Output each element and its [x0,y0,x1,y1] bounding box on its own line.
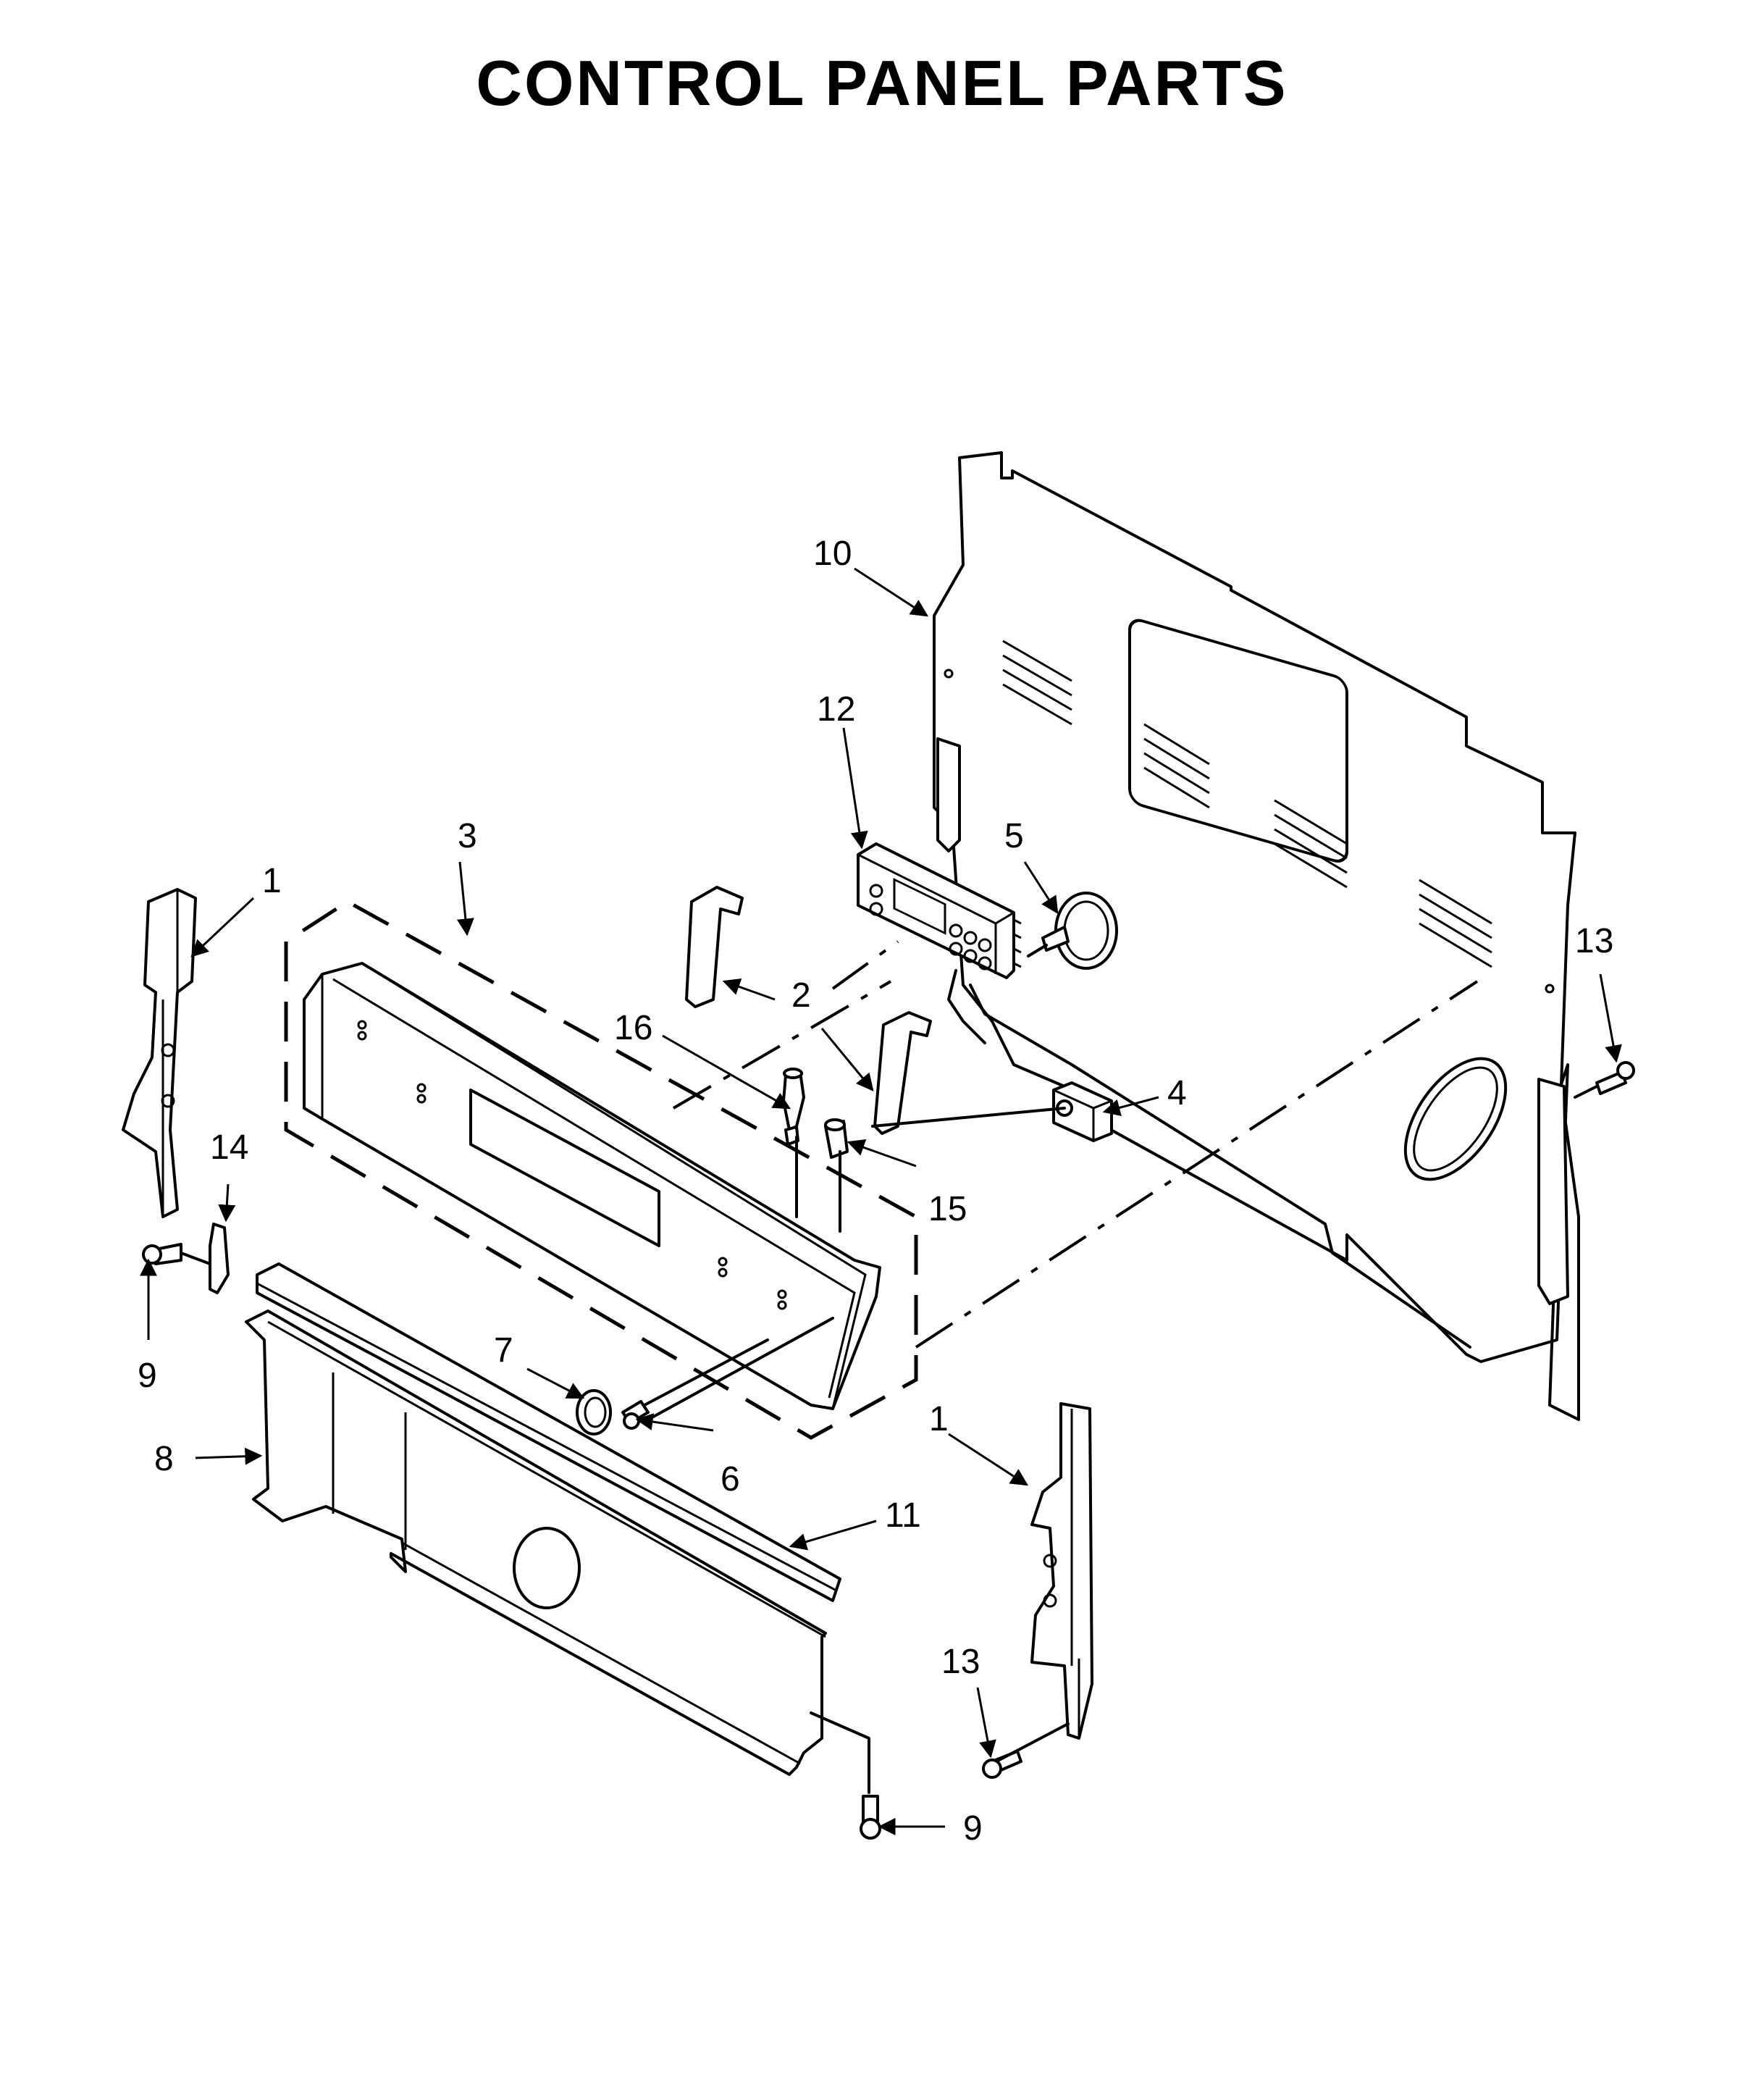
callout-12: 12 [817,690,855,729]
callout-labels: 1 3 16 2 15 4 5 12 10 13 13 1 11 6 7 8 9… [138,535,1613,1848]
callout-3: 3 [458,817,477,855]
assembly-guide-lines [180,900,1598,1794]
callout-13-lower: 13 [941,1643,980,1681]
part-1-left-end-bracket [122,888,197,1218]
callout-8: 8 [154,1440,174,1478]
callout-5: 5 [1004,817,1024,855]
part-9-screw-bottom [860,1795,881,1840]
callout-4: 4 [1167,1074,1187,1112]
callout-16: 16 [614,1009,652,1047]
part-2-brackets [685,886,932,1135]
callout-15: 15 [928,1190,967,1228]
part-3-control-panel [303,962,881,1410]
callout-7: 7 [494,1331,513,1370]
part-13-screw-right [1595,1061,1635,1095]
part-12-control-board [857,842,1022,979]
part-10-rear-panel [933,451,1580,1421]
part-6-screw [621,1400,650,1430]
part-15-light-socket [824,1118,849,1159]
part-1-right-end-bracket [1030,1402,1093,1740]
callout-leaders [140,567,1622,1835]
callout-10: 10 [813,535,852,573]
part-14-clip [209,1223,230,1294]
part-5-ring [1041,892,1118,970]
part-16-sensor [782,1068,805,1146]
callout-9-left: 9 [138,1357,157,1395]
page-title: CONTROL PANEL PARTS [476,47,1288,119]
part-7-knob [576,1389,612,1436]
callout-11: 11 [885,1496,921,1535]
callout-9-bottom: 9 [963,1809,983,1848]
part-13-screw-lower [982,1750,1022,1779]
callout-14: 14 [210,1128,248,1167]
callout-13-right: 13 [1575,922,1613,960]
callout-1-left: 1 [262,862,282,900]
part-11-trim [256,1262,841,1602]
callout-2: 2 [791,976,811,1015]
part-8-lower-shield [245,1309,827,1776]
callout-6: 6 [721,1460,740,1499]
callout-1-right: 1 [929,1400,949,1438]
